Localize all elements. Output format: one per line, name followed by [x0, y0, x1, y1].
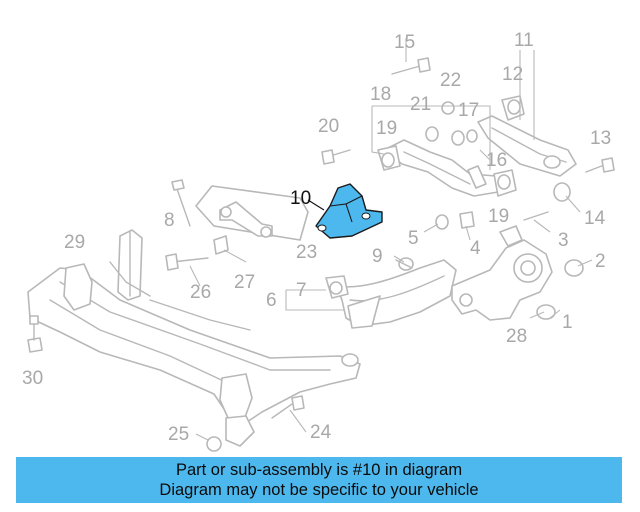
link-plate-part: [195, 185, 309, 241]
subframe-part: [27, 229, 361, 447]
callout-12: 12: [502, 64, 523, 85]
callout-22: 22: [440, 70, 461, 91]
banner-line-part-number: Part or sub-assembly is #10 in diagram: [175, 461, 463, 479]
part-10-hole: [317, 224, 327, 232]
callout-14: 14: [584, 208, 606, 229]
callout-3: 3: [558, 230, 569, 251]
callout-24: 24: [310, 422, 332, 443]
callout-19-upper: 19: [376, 118, 397, 139]
callout-8: 8: [164, 210, 175, 231]
callout-23: 23: [296, 242, 317, 263]
callout-2: 2: [595, 251, 606, 272]
callout-28: 28: [506, 326, 527, 347]
callout-11: 11: [514, 30, 534, 51]
callout-1: 1: [562, 312, 573, 333]
callout-6: 6: [266, 290, 277, 311]
lower-control-arm-part: [325, 259, 457, 329]
parts-diagram: 1 2 3 4 5 6 7 8 9 10 11 12 13 14 15 16 1…: [22, 30, 615, 452]
callout-30: 30: [22, 368, 43, 389]
callout-13: 13: [590, 128, 611, 149]
info-banner: Part or sub-assembly is #10 in diagram D…: [16, 457, 622, 503]
callout-4: 4: [470, 238, 481, 259]
callout-26: 26: [190, 282, 211, 303]
callout-29: 29: [64, 232, 85, 253]
highlighted-part-10: [315, 183, 383, 239]
leader-lines: [189, 38, 593, 441]
callout-16: 16: [486, 150, 507, 171]
callout-27: 27: [234, 272, 255, 293]
knuckle-part: [451, 225, 556, 321]
bolt-parts: [29, 57, 615, 419]
callout-9: 9: [372, 246, 383, 267]
callout-25: 25: [168, 424, 189, 445]
callout-10: 10: [290, 188, 311, 209]
callout-7: 7: [296, 280, 307, 301]
callout-17: 17: [458, 100, 479, 121]
callout-15: 15: [394, 32, 415, 53]
callout-21: 21: [410, 94, 431, 115]
part-10-shape: [315, 183, 383, 239]
upper-control-arm-part: [377, 139, 517, 197]
callout-20: 20: [318, 116, 339, 137]
callout-19-lower: 19: [488, 206, 509, 227]
callout-labels: 1 2 3 4 5 6 7 8 9 10 11 12 13 14 15 16 1…: [22, 30, 611, 445]
banner-line-disclaimer: Diagram may not be specific to your vehi…: [159, 481, 479, 499]
callout-5: 5: [408, 228, 419, 249]
callout-18: 18: [370, 84, 391, 105]
